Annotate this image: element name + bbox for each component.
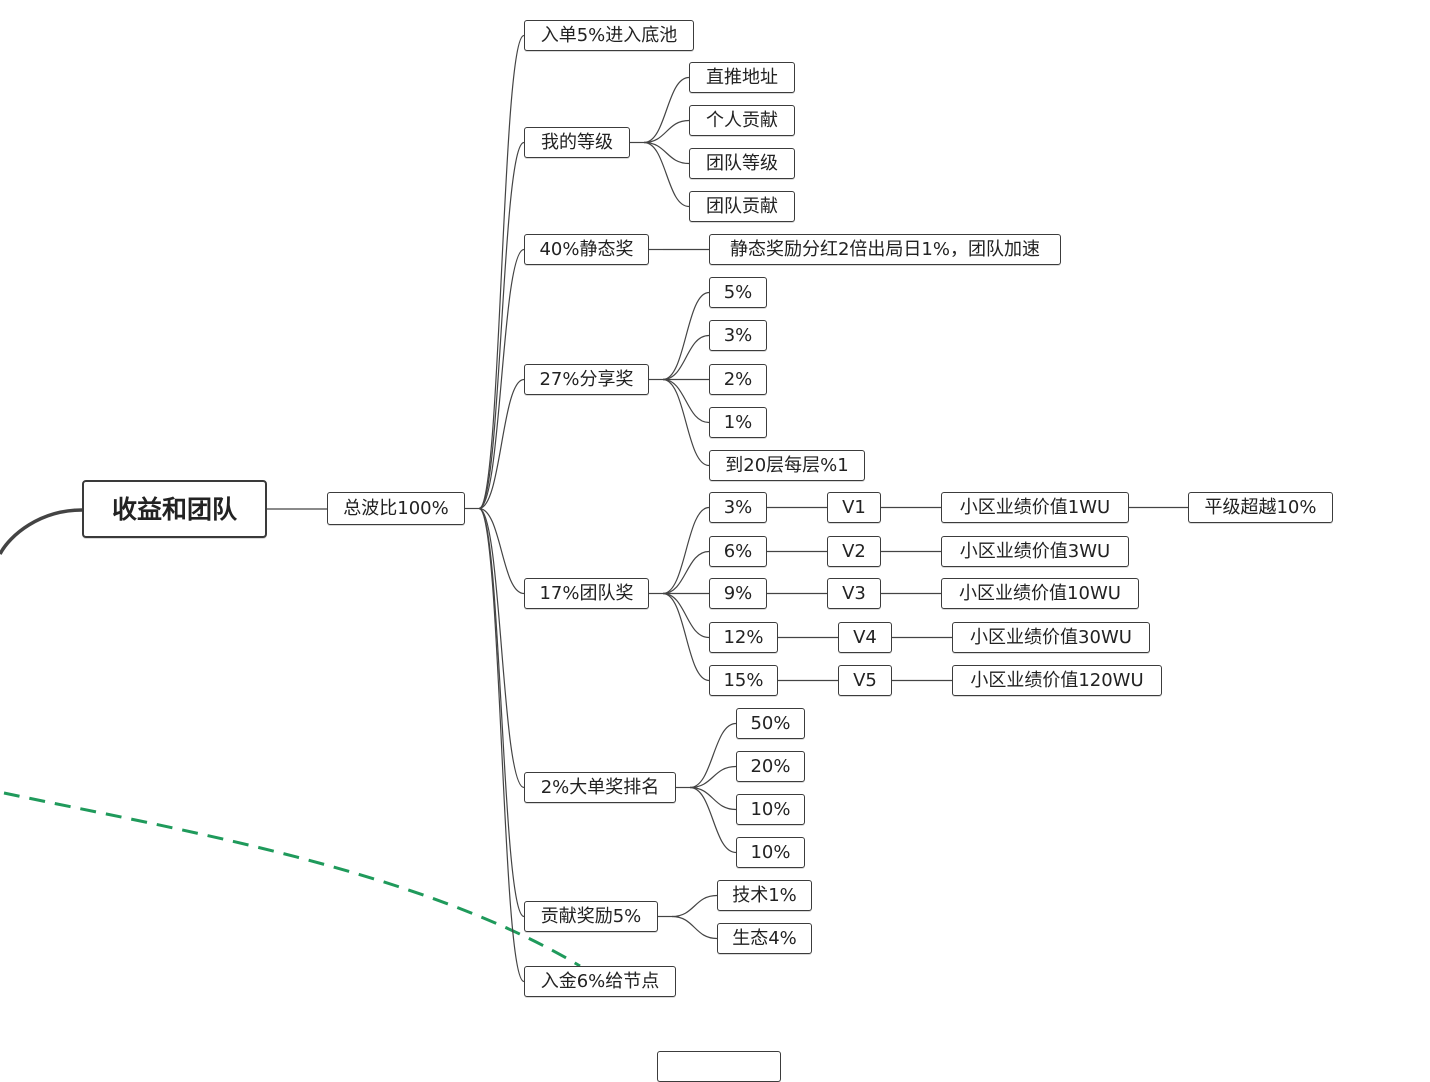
team-level-node[interactable]: V3	[827, 578, 881, 609]
team-rate-node[interactable]: 9%	[709, 578, 767, 609]
branch-contribution-reward[interactable]: 贡献奖励5%	[524, 901, 658, 932]
static-reward-detail[interactable]: 静态奖励分红2倍出局日1%，团队加速	[709, 234, 1061, 265]
connector-curve	[689, 786, 737, 854]
my-level-team-contribution[interactable]: 团队贡献	[689, 191, 795, 222]
contribution-item[interactable]: 技术1%	[717, 880, 812, 911]
ranking-item[interactable]: 10%	[736, 837, 805, 868]
team-requirement-node[interactable]: 小区业绩价值30WU	[952, 622, 1150, 653]
connector-curve	[478, 507, 525, 789]
contribution-item[interactable]: 生态4%	[717, 923, 812, 954]
connector-curve	[478, 507, 525, 983]
connector-curve	[662, 550, 710, 595]
share-reward-item[interactable]: 2%	[709, 364, 767, 395]
connector-curve	[662, 334, 710, 381]
root-incoming-link	[0, 508, 83, 555]
team-requirement-node[interactable]: 小区业绩价值3WU	[941, 536, 1129, 567]
connector-curve	[478, 34, 525, 510]
total-node[interactable]: 总波比100%	[327, 492, 465, 525]
connector-curve	[671, 894, 718, 918]
team-level-node[interactable]: V5	[838, 665, 892, 696]
connector-curve	[689, 765, 737, 789]
mind-map: 收益和团队 总波比100% 入单5%进入底池 我的等级 40%静态奖 27%分享…	[0, 20, 1333, 1082]
branch-big-order-ranking[interactable]: 2%大单奖排名	[524, 772, 676, 803]
connector-curve	[478, 507, 525, 918]
connector-curve	[662, 506, 710, 595]
team-requirement-node[interactable]: 小区业绩价值10WU	[941, 578, 1139, 609]
connector-curve	[643, 76, 690, 144]
branch-share-reward[interactable]: 27%分享奖	[524, 364, 649, 395]
team-level-node[interactable]: V1	[827, 492, 881, 523]
connector-curve	[671, 915, 718, 940]
connector-curve	[478, 141, 525, 510]
team-rate-node[interactable]: 15%	[709, 665, 778, 696]
root-node[interactable]: 收益和团队	[82, 480, 267, 538]
share-reward-item[interactable]: 5%	[709, 277, 767, 308]
connector-curve	[643, 141, 690, 165]
dashed-relation-link	[3, 791, 581, 968]
my-level-direct-address[interactable]: 直推地址	[689, 62, 795, 93]
team-extra-node[interactable]: 平级超越10%	[1188, 492, 1333, 523]
ranking-item[interactable]: 10%	[736, 794, 805, 825]
connector-curve	[478, 507, 525, 595]
connector-curve	[662, 592, 710, 682]
connector-curve	[689, 722, 737, 789]
share-reward-item[interactable]: 1%	[709, 407, 767, 438]
team-requirement-node[interactable]: 小区业绩价值120WU	[952, 665, 1162, 696]
connector-curve	[478, 248, 525, 510]
my-level-team-level[interactable]: 团队等级	[689, 148, 795, 179]
connector-curve	[478, 378, 525, 510]
team-level-node[interactable]: V4	[838, 622, 892, 653]
ranking-item[interactable]: 50%	[736, 708, 805, 739]
team-requirement-node[interactable]: 小区业绩价值1WU	[941, 492, 1129, 523]
team-rate-node[interactable]: 12%	[709, 622, 778, 653]
connector-curve	[662, 592, 710, 639]
branch-entry-pool[interactable]: 入单5%进入底池	[524, 20, 694, 51]
connector-curve	[662, 378, 710, 424]
team-level-node[interactable]: V2	[827, 536, 881, 567]
my-level-personal-contribution[interactable]: 个人贡献	[689, 105, 795, 136]
connector-curve	[643, 141, 690, 208]
branch-my-level[interactable]: 我的等级	[524, 127, 630, 158]
team-rate-node[interactable]: 3%	[709, 492, 767, 523]
connector-curve	[662, 378, 710, 467]
branch-node-deposit[interactable]: 入金6%给节点	[524, 966, 676, 997]
ranking-item[interactable]: 20%	[736, 751, 805, 782]
connector-curve	[662, 291, 710, 381]
share-reward-item[interactable]: 3%	[709, 320, 767, 351]
connector-curve	[689, 786, 737, 811]
team-rate-node[interactable]: 6%	[709, 536, 767, 567]
branch-team-reward[interactable]: 17%团队奖	[524, 578, 649, 609]
connector-lines	[0, 34, 1188, 983]
branch-static-reward[interactable]: 40%静态奖	[524, 234, 649, 265]
connector-curve	[643, 119, 690, 144]
share-reward-item[interactable]: 到20层每层%1	[709, 450, 865, 481]
